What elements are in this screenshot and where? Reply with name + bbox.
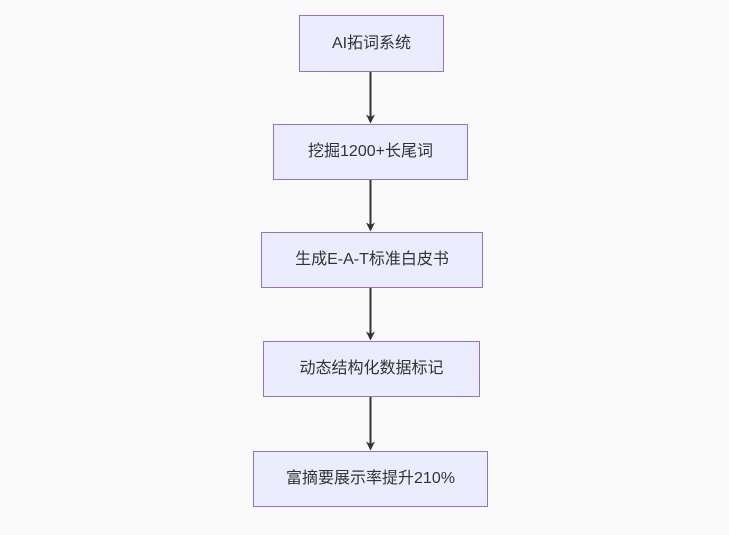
- flowchart-node-ai-system: AI拓词系统: [299, 15, 444, 72]
- flowchart-node-eat-whitepaper: 生成E-A-T标准白皮书: [261, 232, 483, 288]
- flowchart-node-rich-snippet: 富摘要展示率提升210%: [253, 451, 488, 507]
- flowchart-node-longtail-mining: 挖掘1200+长尾词: [273, 124, 468, 180]
- flowchart-node-structured-data: 动态结构化数据标记: [263, 341, 480, 397]
